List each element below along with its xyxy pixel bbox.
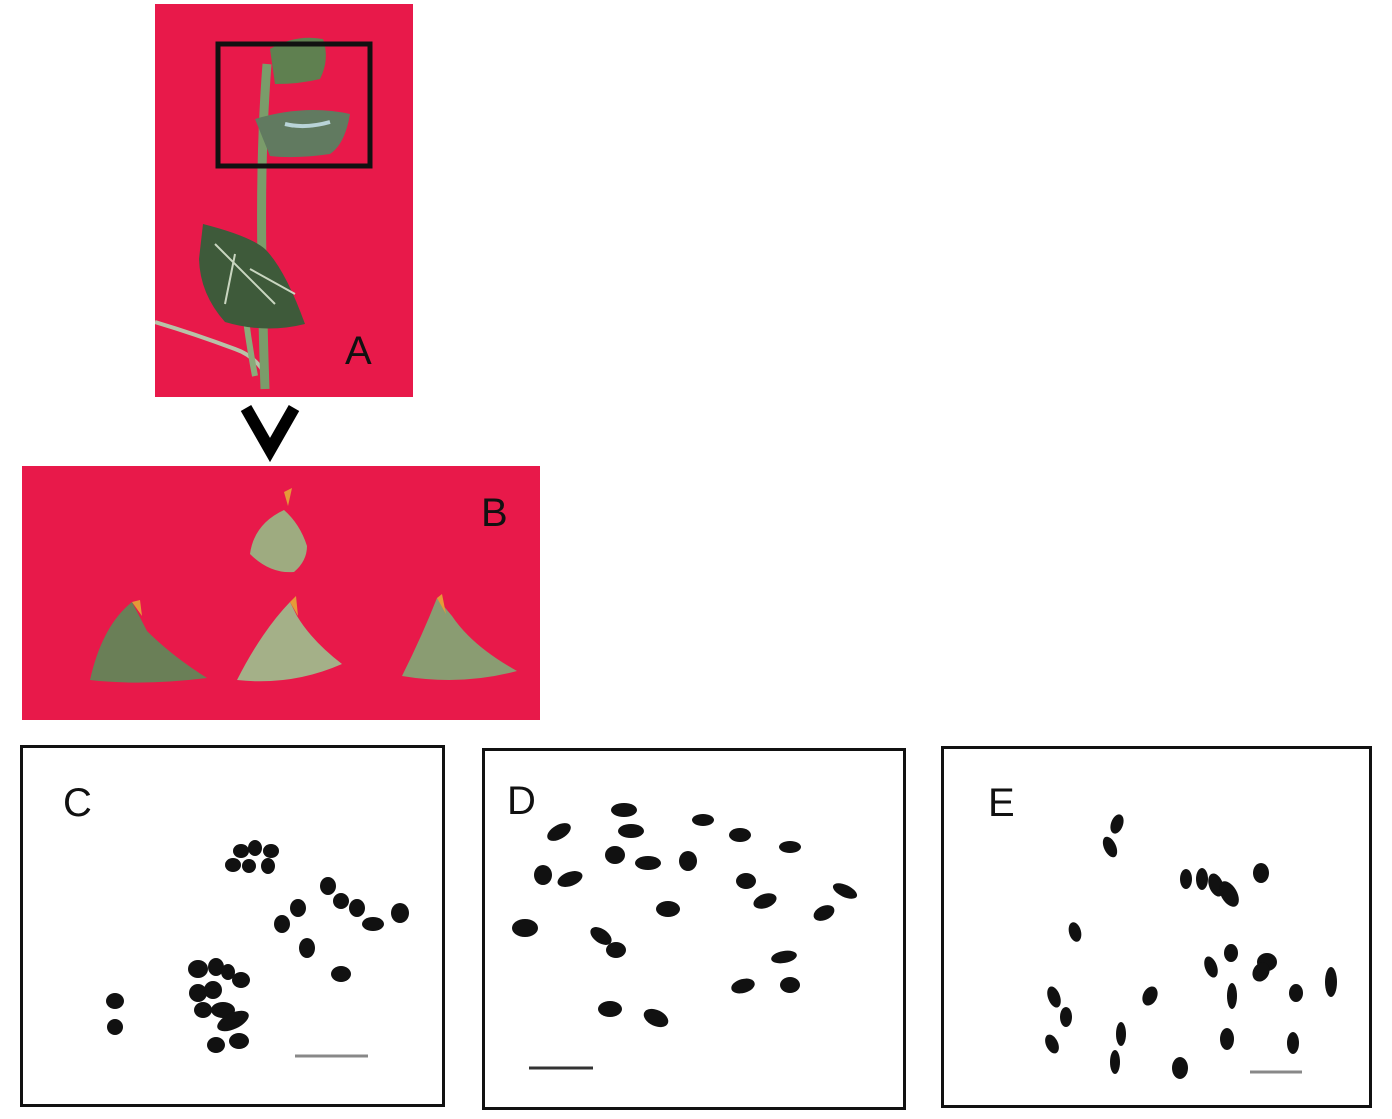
small-leaf: [250, 490, 307, 573]
chromosome-spread-e: [1045, 814, 1337, 1079]
top-leaf: [270, 37, 326, 84]
second-leaf: [255, 110, 350, 158]
down-arrow-icon: [240, 405, 300, 463]
lower-leaf: [199, 224, 305, 329]
panel-b-photo: B: [22, 466, 540, 720]
panel-c-label: C: [63, 781, 92, 825]
panel-c: C: [20, 745, 445, 1107]
selection-box: [215, 41, 373, 169]
chromosomes-c: [106, 840, 409, 1053]
panel-a-label: A: [345, 329, 372, 373]
main-stem: [257, 63, 272, 390]
leaf-highlight: [284, 120, 331, 129]
leaf-2: [237, 602, 342, 682]
leaf-3-tip: [437, 594, 446, 614]
panel-d-label: D: [507, 779, 536, 823]
leaf-1: [90, 602, 207, 683]
leaf-3: [402, 598, 517, 680]
tendril: [155, 320, 267, 376]
panel-a-photo: A: [155, 4, 413, 397]
leaf-1-tip: [132, 600, 142, 616]
chromosome-spread-c: [106, 840, 409, 1058]
leaf-veins: [214, 243, 296, 305]
chromosomes-e: [1045, 814, 1337, 1079]
panel-e-label: E: [988, 781, 1015, 825]
chromosome-spread-d: [512, 803, 858, 1070]
panel-e: E: [941, 746, 1372, 1108]
leaf-2-tip: [290, 596, 298, 616]
leaves-image: [90, 488, 517, 683]
chromosomes-d: [512, 803, 858, 1028]
panel-b-label: B: [481, 491, 508, 535]
panel-d: D: [482, 748, 906, 1110]
small-leaf-tip: [284, 488, 292, 506]
shoot-image: [155, 37, 373, 390]
